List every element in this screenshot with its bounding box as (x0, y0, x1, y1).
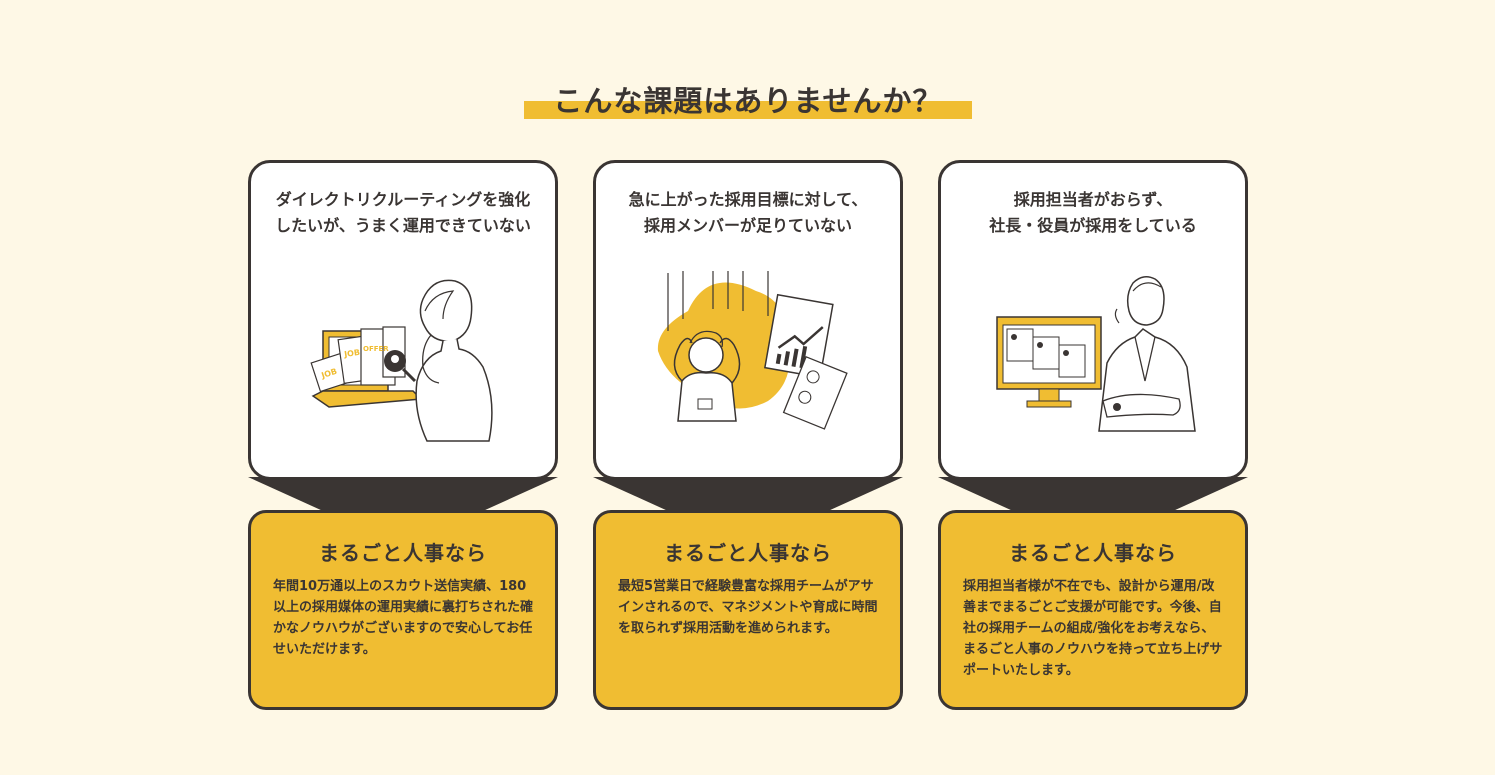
arrow-down-icon (248, 477, 558, 511)
solution-title: まるごと人事なら (1009, 541, 1177, 565)
person-with-laptop-job-offers-icon: JOB JOB OFFER (310, 279, 493, 442)
problem-box: 採用担当者がおらず、 社長・役員が採用をしている (938, 160, 1248, 480)
section-heading: こんな課題はありませんか？ (553, 84, 943, 118)
solution-text: 採用担当者様が不在でも、設計から運用/改善までまるごとご支援が可能です。今後、自… (963, 579, 1223, 678)
solution-box: まるごと人事なら 最短5営業日で経験豊富な採用チームがアサインされるので、マネジ… (593, 510, 903, 710)
problem-text: 急に上がった採用目標に対して、 採用メンバーが足りていない (628, 190, 868, 235)
stressed-person-with-chart-icon (657, 271, 848, 430)
executive-with-monitor-icon (996, 276, 1196, 432)
svg-text:OFFER: OFFER (363, 345, 389, 353)
arrow-down-icon (938, 477, 1248, 511)
solution-title: まるごと人事なら (664, 541, 832, 565)
section-title: こんな課題はありませんか？ (524, 76, 972, 120)
solution-title: まるごと人事なら (319, 541, 487, 565)
solution-box: まるごと人事なら 採用担当者様が不在でも、設計から運用/改善までまるごとご支援が… (938, 510, 1248, 710)
svg-text:JOB: JOB (343, 348, 361, 359)
solution-text: 年間10万通以上のスカウト送信実績、180以上の採用媒体の運用実績に裏打ちされた… (273, 579, 534, 657)
problem-box: ダイレクトリクルーティングを強化したいが、うまく運用できていない JOB JOB… (248, 160, 558, 480)
problem-box: 急に上がった採用目標に対して、 採用メンバーが足りていない (593, 160, 903, 480)
arrow-down-icon (593, 477, 903, 511)
solution-text: 最短5営業日で経験豊富な採用チームがアサインされるので、マネジメントや育成に時間… (618, 579, 878, 636)
problem-text: 採用担当者がおらず、 社長・役員が採用をしている (989, 190, 1197, 235)
problem-text: ダイレクトリクルーティングを強化したいが、うまく運用できていない (275, 190, 531, 235)
solution-box: まるごと人事なら 年間10万通以上のスカウト送信実績、180以上の採用媒体の運用… (248, 510, 558, 710)
title-underline (524, 101, 972, 119)
